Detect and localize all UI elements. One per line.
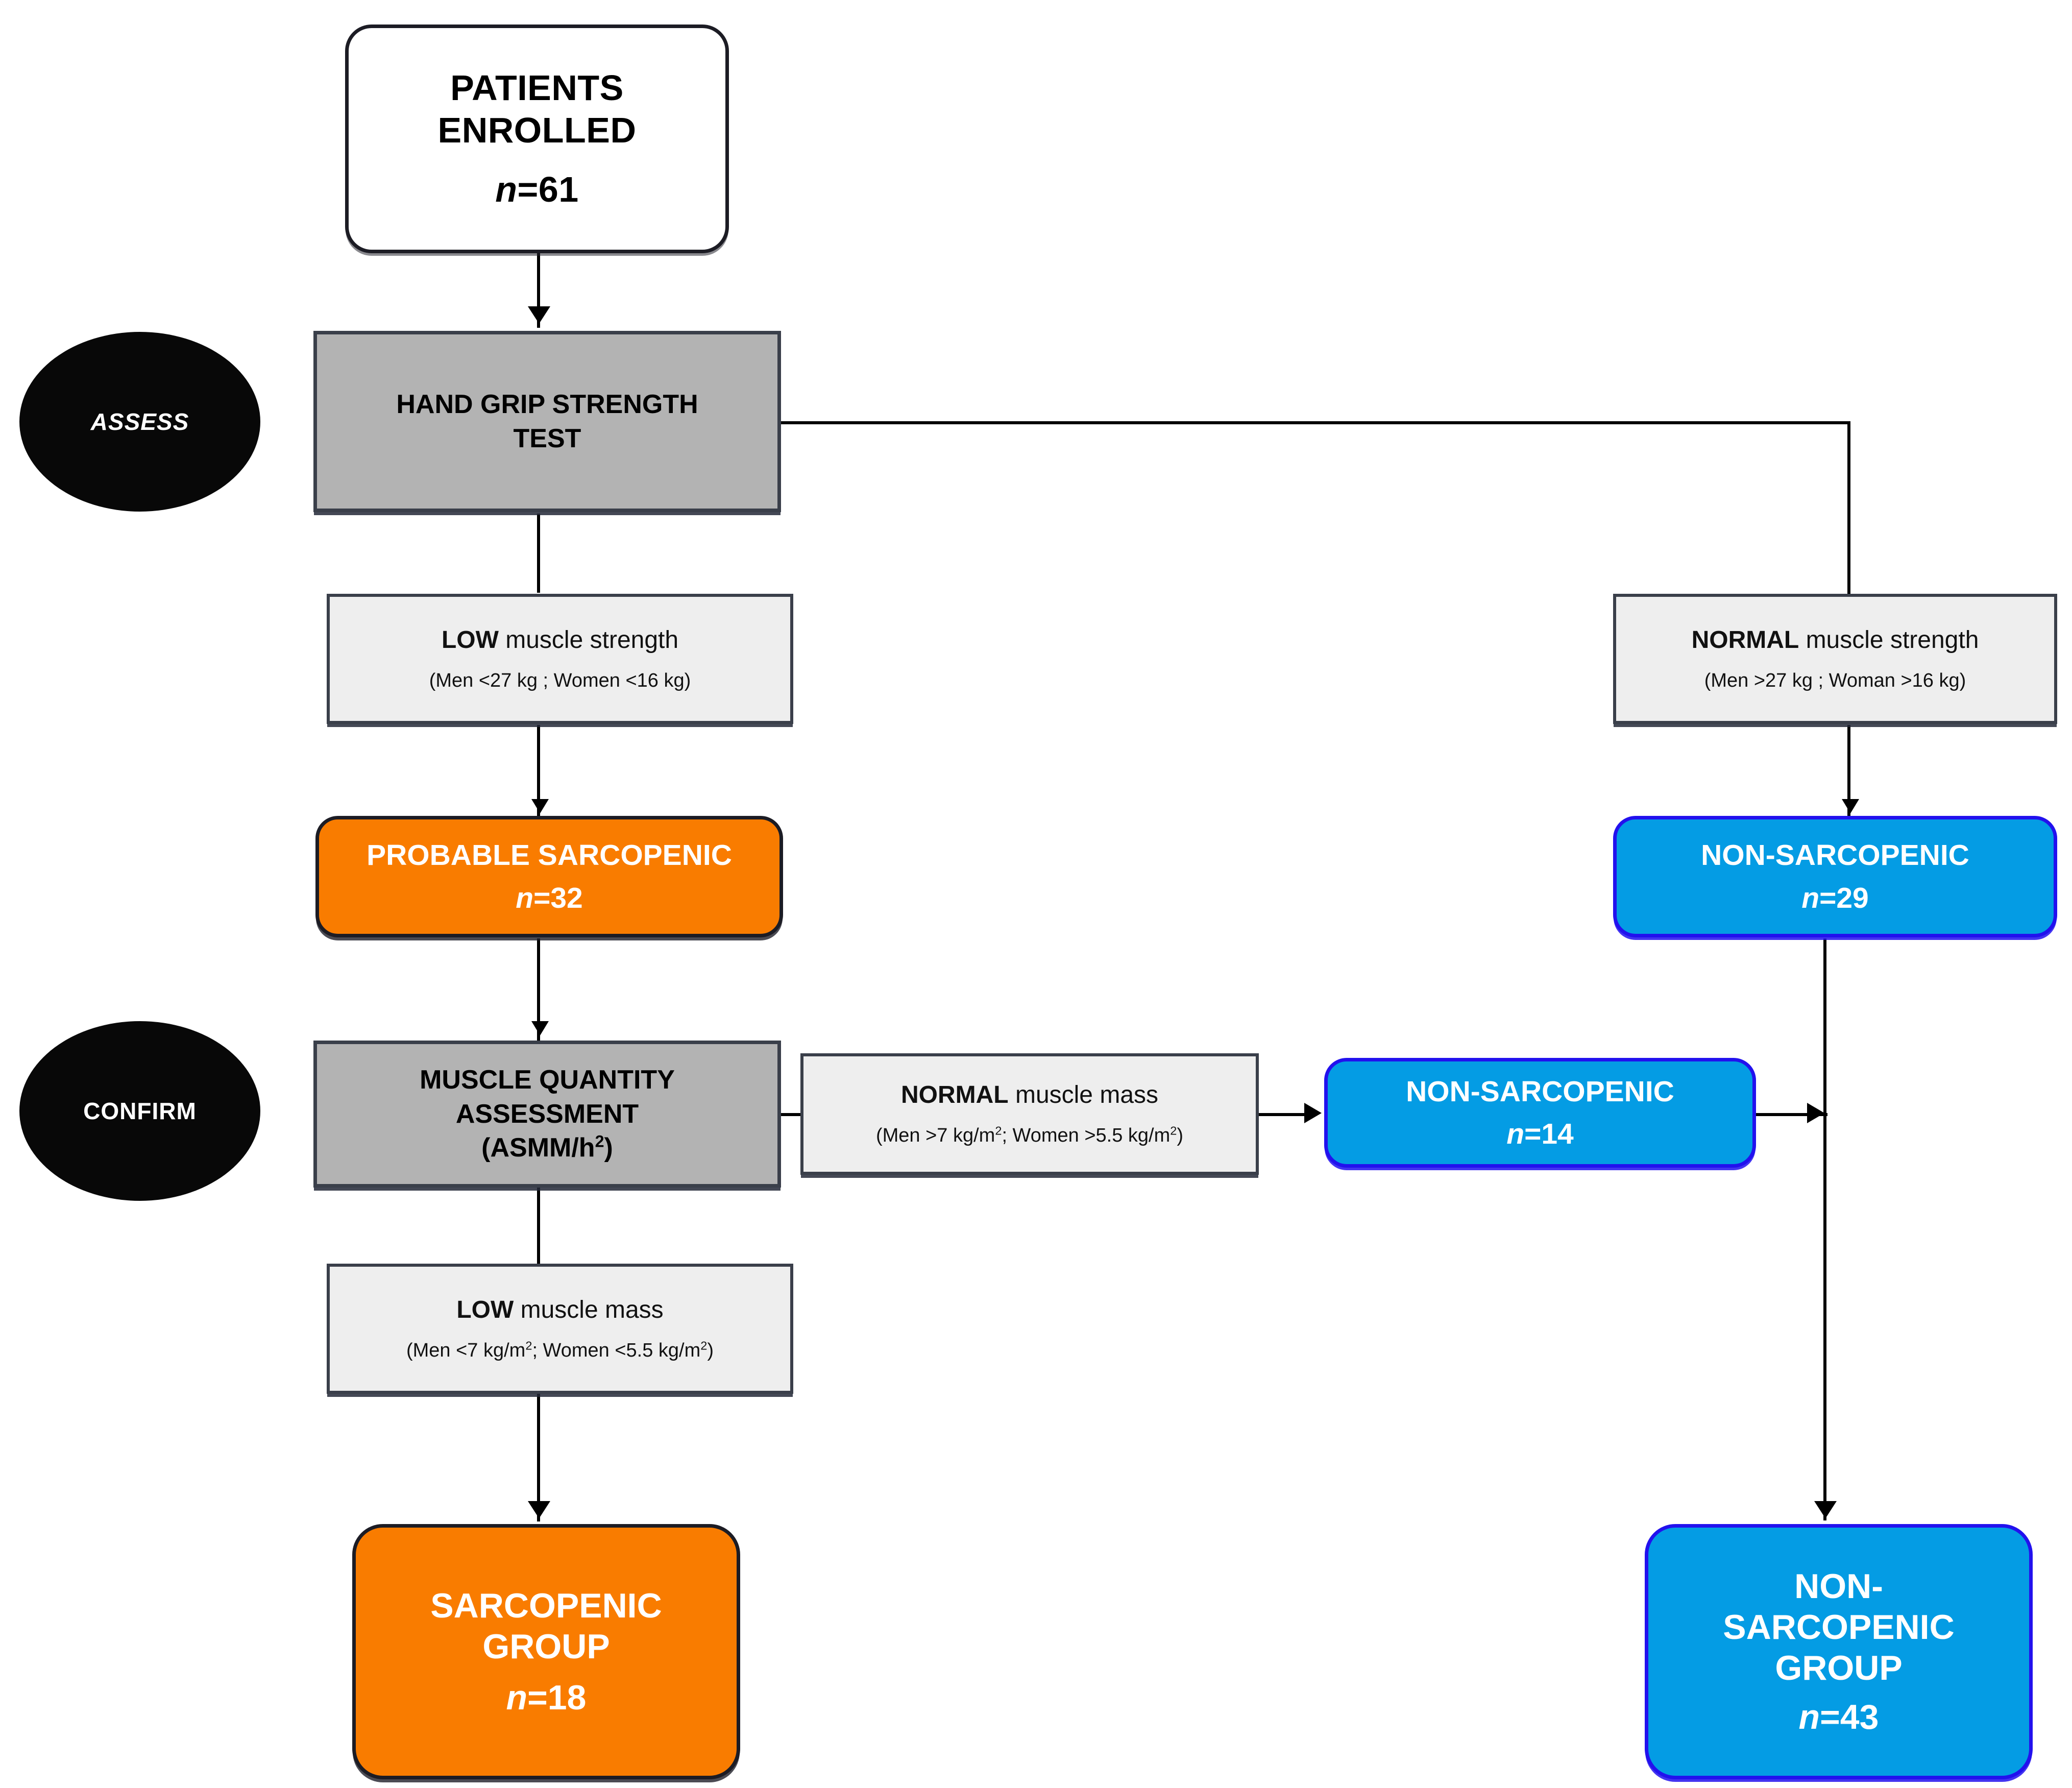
non-sarcopenic-group-line1: NON- bbox=[1794, 1566, 1883, 1606]
n-value: =61 bbox=[517, 170, 579, 210]
stage-badge-confirm-label: CONFIRM bbox=[83, 1098, 197, 1124]
sarcopenic-group-line2: GROUP bbox=[482, 1627, 610, 1666]
connector-ns29-to-ns-group bbox=[1823, 938, 1826, 1520]
stage-badge-confirm[interactable]: CONFIRM bbox=[19, 1021, 260, 1201]
node-hand-grip-strength-test[interactable]: HAND GRIP STRENGTH TEST bbox=[313, 331, 781, 512]
normal-strength-criteria: (Men >27 kg ; Woman >16 kg) bbox=[1704, 669, 1966, 691]
non-sarcopenic-14-count: n=14 bbox=[1506, 1117, 1574, 1151]
low-strength-rest: muscle strength bbox=[498, 626, 679, 654]
non-sarcopenic-29-count: n=29 bbox=[1801, 881, 1869, 915]
low-mass-rest: muscle mass bbox=[514, 1296, 664, 1323]
muscle-quantity-line2: ASSESSMENT bbox=[455, 1099, 639, 1129]
arrowhead-ns29 bbox=[1842, 799, 1859, 813]
sarcopenic-group-count: n=18 bbox=[506, 1677, 587, 1718]
low-mass-sup1: 2 bbox=[525, 1339, 532, 1352]
non-sarcopenic-group-line3: GROUP bbox=[1775, 1649, 1903, 1687]
node-non-sarcopenic-14[interactable]: NON-SARCOPENIC n=14 bbox=[1324, 1058, 1756, 1168]
low-mass-sup2: 2 bbox=[700, 1339, 708, 1352]
asmm-post: ) bbox=[604, 1133, 613, 1163]
arrowhead-quantity bbox=[531, 1021, 549, 1035]
arrowhead-grip bbox=[528, 306, 550, 324]
connector-low-mass-to-sarc-group bbox=[537, 1394, 540, 1521]
normal-mass-sup2: 2 bbox=[1170, 1124, 1177, 1138]
n-value: =43 bbox=[1820, 1698, 1879, 1737]
connector-low-strength-to-probable bbox=[537, 725, 540, 817]
patients-enrolled-line2: ENROLLED bbox=[437, 110, 637, 150]
grip-test-line2: TEST bbox=[513, 423, 581, 453]
connector-ns14-to-spine bbox=[1756, 1113, 1827, 1116]
node-patients-enrolled[interactable]: PATIENTS ENROLLED n=61 bbox=[345, 25, 729, 253]
normal-strength-rest: muscle strength bbox=[1799, 626, 1979, 654]
asmm-exponent: 2 bbox=[595, 1132, 604, 1151]
arrowhead-spine-merge bbox=[1807, 1103, 1824, 1123]
node-non-sarcopenic-group[interactable]: NON- SARCOPENIC GROUP n=43 bbox=[1645, 1524, 2033, 1779]
non-sarcopenic-group-line2: SARCOPENIC bbox=[1723, 1607, 1955, 1647]
patients-enrolled-count: n=61 bbox=[495, 168, 579, 211]
node-probable-sarcopenic[interactable]: PROBABLE SARCOPENIC n=32 bbox=[315, 816, 783, 937]
n-symbol: n bbox=[516, 882, 534, 914]
low-mass-crit-a: (Men <7 kg/m bbox=[406, 1339, 526, 1361]
n-symbol: n bbox=[495, 170, 518, 210]
connector-quantity-to-low-mass bbox=[537, 1187, 540, 1264]
node-low-muscle-strength[interactable]: LOW muscle strength (Men <27 kg ; Women … bbox=[327, 594, 793, 724]
n-symbol: n bbox=[506, 1678, 528, 1718]
asmm-pre: (ASMM/h bbox=[481, 1133, 595, 1163]
normal-mass-emphasis: NORMAL bbox=[900, 1081, 1009, 1109]
probable-sarcopenic-label: PROBABLE SARCOPENIC bbox=[367, 838, 732, 872]
connector-probable-to-quantity bbox=[537, 938, 540, 1041]
non-sarcopenic-14-label: NON-SARCOPENIC bbox=[1406, 1075, 1674, 1108]
node-normal-muscle-mass[interactable]: NORMAL muscle mass (Men >7 kg/m2; Women … bbox=[800, 1053, 1259, 1175]
stage-badge-assess[interactable]: ASSESS bbox=[19, 332, 260, 512]
patients-enrolled-line1: PATIENTS bbox=[450, 68, 624, 108]
normal-strength-title: NORMAL muscle strength bbox=[1692, 625, 1979, 656]
normal-mass-crit-a: (Men >7 kg/m bbox=[875, 1125, 995, 1147]
node-muscle-quantity-assessment[interactable]: MUSCLE QUANTITY ASSESSMENT (ASMM/h2) bbox=[313, 1041, 781, 1188]
low-mass-crit-b: ; Women <5.5 kg/m bbox=[532, 1339, 701, 1361]
normal-mass-criteria: (Men >7 kg/m2; Women >5.5 kg/m2) bbox=[876, 1124, 1183, 1148]
node-non-sarcopenic-29[interactable]: NON-SARCOPENIC n=29 bbox=[1613, 816, 2057, 937]
n-symbol: n bbox=[1801, 882, 1820, 914]
connector-normal-mass-to-ns14 bbox=[1256, 1113, 1314, 1116]
arrowhead-ns-group bbox=[1814, 1501, 1837, 1518]
connector-grip-right bbox=[781, 421, 1850, 424]
connector-grip-to-low-strength bbox=[537, 514, 540, 593]
low-strength-emphasis: LOW bbox=[441, 626, 499, 654]
sarcopenic-group-line1: SARCOPENIC bbox=[430, 1586, 662, 1625]
node-low-muscle-mass[interactable]: LOW muscle mass (Men <7 kg/m2; Women <5.… bbox=[327, 1264, 793, 1394]
n-symbol: n bbox=[1506, 1117, 1525, 1150]
low-strength-title: LOW muscle strength bbox=[442, 625, 678, 656]
connector-normal-strength-to-ns29 bbox=[1847, 725, 1850, 817]
low-mass-crit-c: ) bbox=[707, 1339, 714, 1361]
muscle-quantity-line3: (ASMM/h2) bbox=[481, 1131, 613, 1165]
low-mass-criteria: (Men <7 kg/m2; Women <5.5 kg/m2) bbox=[406, 1339, 714, 1363]
n-symbol: n bbox=[1798, 1698, 1820, 1737]
low-mass-emphasis: LOW bbox=[456, 1296, 514, 1323]
probable-sarcopenic-count: n=32 bbox=[516, 881, 583, 915]
node-normal-muscle-strength[interactable]: NORMAL muscle strength (Men >27 kg ; Wom… bbox=[1613, 594, 2057, 724]
arrowhead-ns14 bbox=[1304, 1103, 1322, 1123]
non-sarcopenic-group-count: n=43 bbox=[1799, 1697, 1879, 1737]
n-value: =14 bbox=[1524, 1117, 1574, 1150]
low-mass-title: LOW muscle mass bbox=[456, 1295, 663, 1325]
normal-mass-sup1: 2 bbox=[995, 1124, 1002, 1138]
arrowhead-probable bbox=[531, 799, 549, 813]
grip-test-line1: HAND GRIP STRENGTH bbox=[396, 389, 698, 419]
normal-mass-crit-c: ) bbox=[1177, 1125, 1184, 1147]
node-sarcopenic-group[interactable]: SARCOPENIC GROUP n=18 bbox=[352, 1524, 740, 1779]
normal-mass-crit-b: ; Women >5.5 kg/m bbox=[1002, 1125, 1171, 1147]
connector-enrolled-to-grip bbox=[537, 251, 540, 328]
non-sarcopenic-29-label: NON-SARCOPENIC bbox=[1701, 838, 1969, 872]
stage-badge-assess-label: ASSESS bbox=[90, 408, 189, 435]
n-value: =32 bbox=[533, 882, 583, 914]
normal-mass-title: NORMAL muscle mass bbox=[901, 1080, 1158, 1110]
connector-down-to-normal-strength bbox=[1847, 421, 1850, 595]
normal-mass-rest: muscle mass bbox=[1008, 1081, 1159, 1109]
low-strength-criteria: (Men <27 kg ; Women <16 kg) bbox=[429, 669, 691, 691]
arrowhead-sarc-group bbox=[528, 1501, 550, 1518]
normal-strength-emphasis: NORMAL bbox=[1691, 626, 1799, 654]
muscle-quantity-line1: MUSCLE QUANTITY bbox=[420, 1065, 675, 1095]
n-value: =18 bbox=[527, 1678, 587, 1718]
n-value: =29 bbox=[1819, 882, 1869, 914]
